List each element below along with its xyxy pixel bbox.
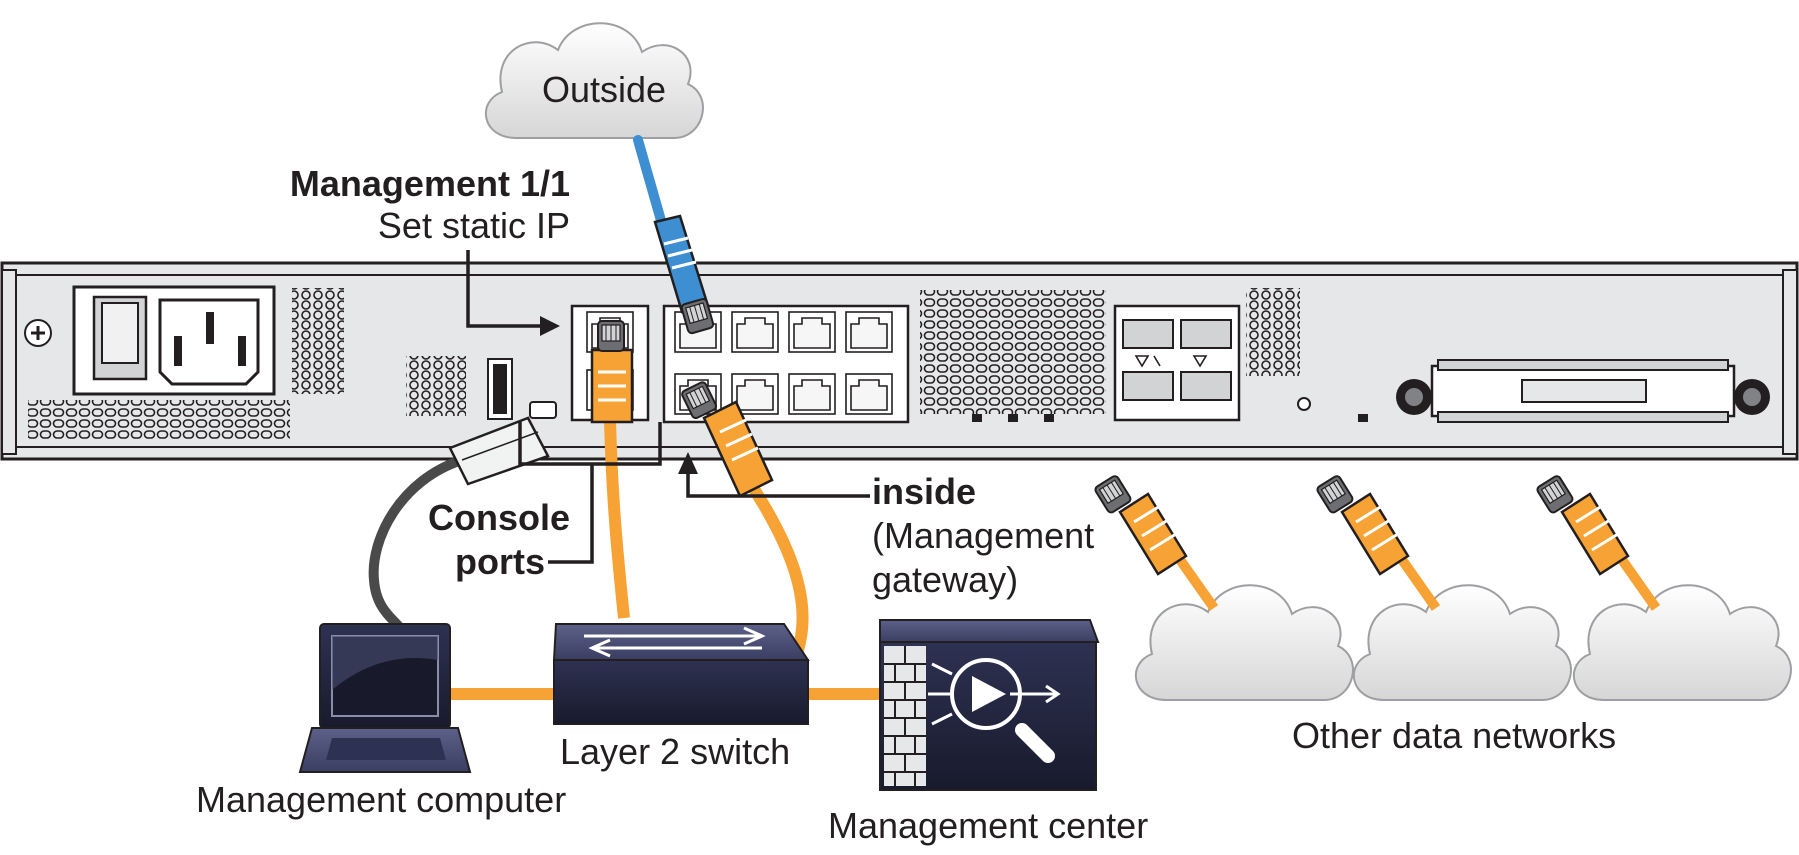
cloud-icon-data-1 — [1134, 584, 1354, 701]
laptop-icon — [298, 623, 472, 773]
center-label: Management center — [828, 805, 1149, 846]
console-cable — [368, 416, 550, 632]
cloud-icon-data-3 — [1572, 584, 1792, 701]
inside-cable — [679, 380, 809, 652]
outside-cable — [633, 135, 716, 336]
inside-label: inside — [872, 471, 977, 512]
console-callout-bracket — [518, 422, 662, 564]
switch-center-link — [806, 688, 884, 700]
data-network-cable-2 — [1314, 473, 1441, 611]
data-network-cable-3 — [1534, 473, 1661, 611]
outside-label: Outside — [542, 69, 667, 110]
management-callout-arrow — [466, 250, 560, 336]
cloud-icon-data-2 — [1352, 584, 1572, 701]
management-center-icon — [879, 619, 1100, 791]
console-label-line2: ports — [455, 541, 545, 582]
switch-icon — [552, 623, 810, 725]
management-port-note: Set static IP — [377, 205, 570, 246]
computer-switch-link — [448, 688, 558, 700]
inside-note-line1: (Management — [872, 515, 1095, 556]
inside-note-line2: gateway) — [872, 559, 1019, 600]
data-networks-label: Other data networks — [1292, 715, 1617, 756]
inside-callout-arrow — [678, 452, 870, 498]
management-port-title: Management 1/1 — [289, 163, 570, 204]
computer-label: Management computer — [196, 779, 567, 820]
firewall-chassis-icon — [0, 261, 1799, 461]
data-network-cable-1 — [1092, 473, 1219, 611]
management-cable — [590, 320, 634, 619]
switch-label: Layer 2 switch — [560, 731, 791, 772]
console-label-line1: Console — [427, 497, 570, 538]
